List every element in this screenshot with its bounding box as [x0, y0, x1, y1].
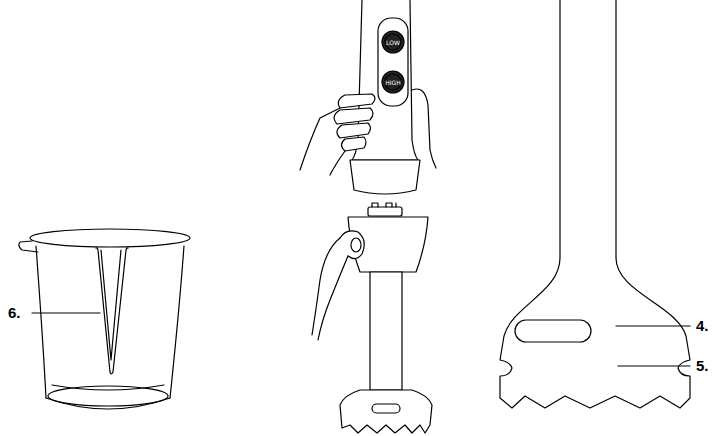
motor-body [300, 0, 436, 194]
callout-number: 5. [696, 357, 709, 374]
leader-line [32, 312, 100, 313]
callout-number: 4. [696, 317, 709, 334]
blade-guard-closeup [500, 0, 690, 408]
button-label: LOW [386, 39, 400, 46]
leader-line [618, 365, 690, 366]
leader-line [616, 325, 690, 326]
blending-shaft [312, 203, 432, 433]
callout-number: 6. [8, 304, 21, 321]
beaker [19, 229, 190, 409]
button-label: HIGH [385, 79, 400, 86]
